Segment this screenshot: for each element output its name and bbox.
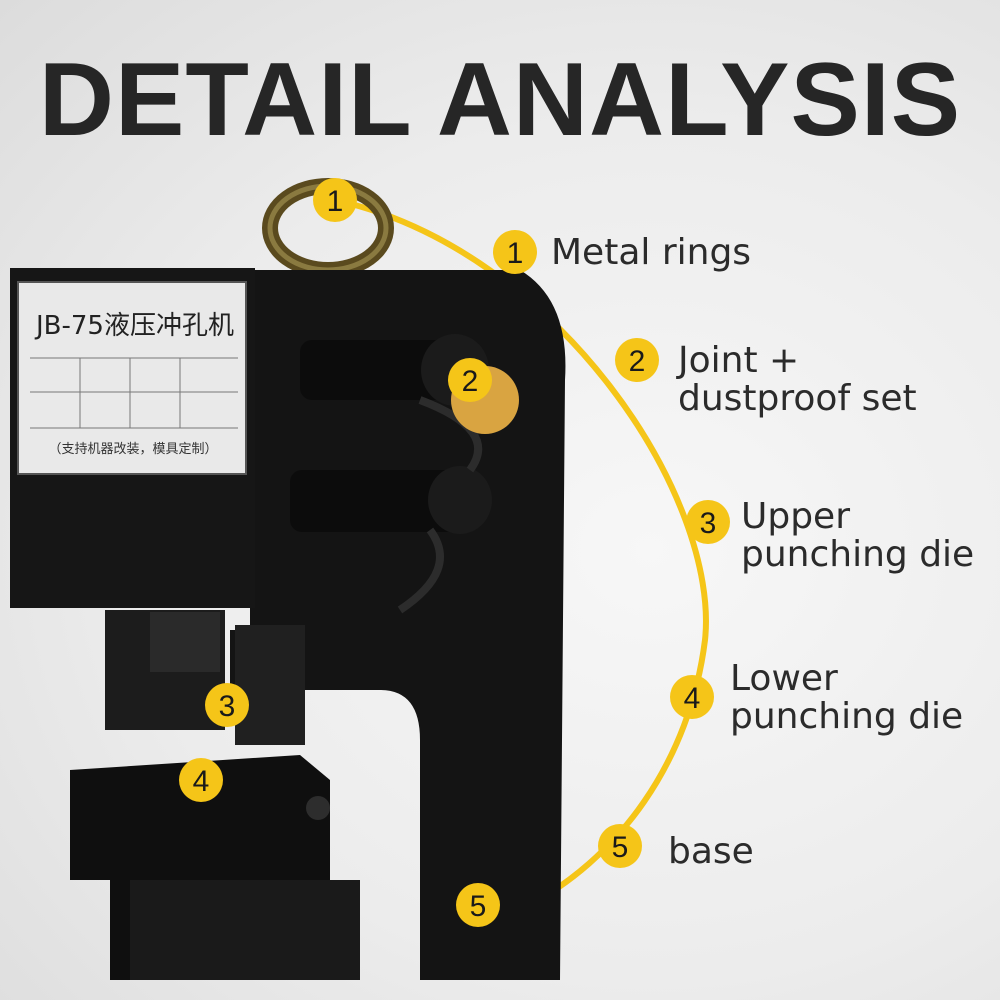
badge-on-machine-4: 4: [179, 758, 223, 802]
svg-text:4: 4: [684, 682, 701, 715]
label-metal-rings: Metal rings: [551, 234, 751, 272]
badge-on-machine-3: 3: [205, 683, 249, 727]
badge-on-machine-5: 5: [456, 883, 500, 927]
label-upper-die: Upper punching die: [741, 498, 974, 574]
label-joint-dustproof: Joint + dustproof set: [678, 342, 917, 418]
nameplate: [17, 281, 247, 475]
svg-text:3: 3: [700, 507, 717, 540]
label-base: base: [668, 833, 754, 871]
page-title: DETAIL ANALYSIS: [38, 42, 962, 158]
label-joint-line2: dustproof set: [678, 378, 917, 419]
label-lower-die: Lower punching die: [730, 660, 963, 736]
label-base-text: base: [668, 831, 754, 872]
die-holder: [235, 625, 305, 745]
label-lower-line2: punching die: [730, 696, 964, 737]
nameplate-heading: JB-75液压冲孔机: [36, 311, 234, 341]
base-bracket: [130, 880, 360, 980]
svg-text:5: 5: [470, 890, 487, 923]
svg-text:2: 2: [462, 365, 479, 398]
svg-text:2: 2: [629, 345, 646, 378]
label-upper-line1: Upper: [741, 496, 851, 537]
dust-cap-strap: [397, 396, 483, 614]
svg-text:3: 3: [219, 690, 236, 723]
base-bolt: [306, 796, 330, 820]
badge-on-machine-1: 1: [313, 178, 357, 222]
badge-arc-4: 4: [670, 675, 714, 719]
badge-on-machine-2: 2: [448, 358, 492, 402]
label-metal-rings-text: Metal rings: [551, 232, 752, 273]
label-joint-line1: Joint +: [678, 340, 800, 381]
label-upper-line2: punching die: [741, 534, 975, 575]
badge-arc-2: 2: [615, 338, 659, 382]
svg-text:4: 4: [193, 765, 210, 798]
badge-arc-5: 5: [598, 824, 642, 868]
badge-arc-3: 3: [686, 500, 730, 544]
svg-text:1: 1: [327, 185, 344, 218]
badge-arc-1: 1: [493, 230, 537, 274]
label-lower-line1: Lower: [730, 658, 838, 699]
svg-text:1: 1: [507, 237, 524, 270]
coupler-lower: [290, 466, 492, 534]
knurled-cylinder: [150, 612, 220, 672]
nameplate-footer: （支持机器改装，模具定制）: [48, 442, 218, 457]
svg-text:5: 5: [612, 831, 629, 864]
